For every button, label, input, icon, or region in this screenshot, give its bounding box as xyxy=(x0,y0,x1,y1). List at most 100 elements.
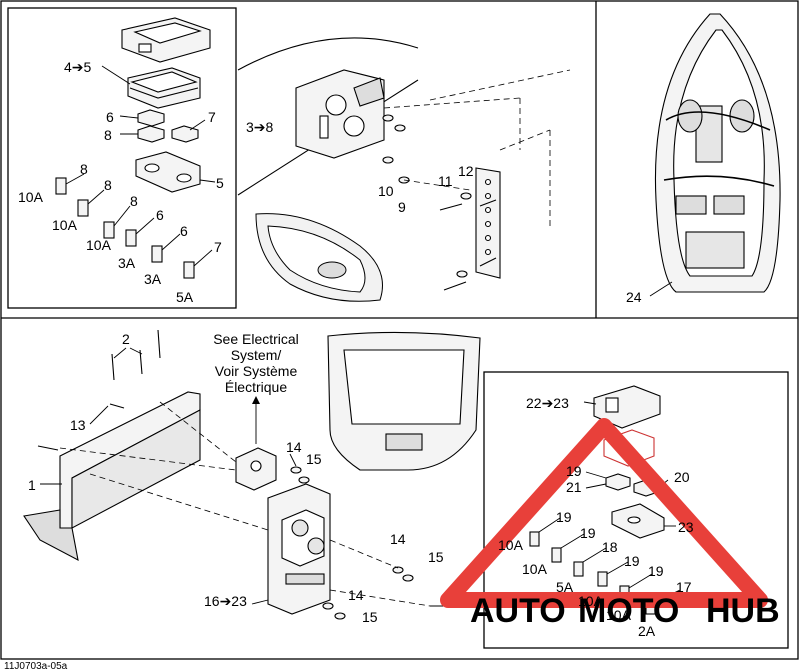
blade-fuses xyxy=(55,177,195,279)
note-line-1: See Electrical xyxy=(213,331,299,347)
boat-top-view xyxy=(654,13,781,293)
inset-plate-hole xyxy=(627,516,641,524)
callout-11: 11 xyxy=(438,173,453,189)
callout-6b: 6 xyxy=(156,207,164,223)
nut-15a xyxy=(298,476,310,484)
amp-inset-10a-4: 10A xyxy=(606,607,632,623)
blade-fuse-3a-2 xyxy=(151,245,163,263)
blade-fuse-10a-1 xyxy=(55,177,67,195)
fuse-box-hole-b xyxy=(343,115,365,137)
bracket-face xyxy=(71,409,201,529)
callout-15a: 15 xyxy=(306,451,322,467)
watermark-hub: HUB xyxy=(706,592,780,630)
callout-15c: 15 xyxy=(362,609,378,625)
callout-6: 6 xyxy=(106,109,114,125)
fuse-box-connector xyxy=(353,77,385,107)
callout-8: 8 xyxy=(104,127,112,143)
callout-19b: 19 xyxy=(556,509,572,525)
labels-top-middle: 3➔8 10 9 11 12 xyxy=(246,119,474,215)
note-line-2: System/ xyxy=(231,347,282,363)
amp-5a: 5A xyxy=(176,289,194,305)
callout-5: 5 xyxy=(216,175,224,191)
leader-24 xyxy=(649,281,673,297)
hull-thumbnail xyxy=(255,213,383,302)
boat-bench-right xyxy=(713,195,745,215)
washer-d xyxy=(456,270,468,278)
callout-23: 23 xyxy=(678,519,694,535)
watermark-moto: MOTO xyxy=(578,592,679,630)
inset-fuse-21 xyxy=(605,473,631,491)
plate-hole-left xyxy=(144,163,160,173)
amp-3a-2: 3A xyxy=(144,271,162,287)
callout-7: 7 xyxy=(208,109,216,125)
washer-c xyxy=(460,192,472,200)
callout-14b: 14 xyxy=(390,531,406,547)
amp-inset-5a: 5A xyxy=(556,579,574,595)
callout-1: 1 xyxy=(28,477,36,493)
arrow-up-icon xyxy=(252,396,260,404)
screw-11b xyxy=(443,281,467,291)
electrical-note: See Electrical System/ Voir Système Élec… xyxy=(213,331,299,395)
perspective-curve xyxy=(237,37,419,71)
screws-2 xyxy=(111,329,161,381)
callout-18: 18 xyxy=(602,539,618,555)
callout-12: 12 xyxy=(458,163,474,179)
washer-b xyxy=(382,156,394,164)
bracket-base xyxy=(23,509,79,562)
note-line-4: Électrique xyxy=(225,379,287,395)
bracket-assembly xyxy=(23,329,481,620)
terminal-dash-lines xyxy=(383,69,571,230)
callout-8d: 8 xyxy=(130,193,138,209)
figure-code: 11J0703a-05a xyxy=(4,661,68,672)
relay-terminal xyxy=(250,460,262,472)
callout-19e: 19 xyxy=(648,563,664,579)
inset-fuse-box xyxy=(529,385,665,615)
nut-15b xyxy=(402,574,414,582)
watermark-auto: AUTO xyxy=(470,592,566,630)
terminal-posts xyxy=(484,178,492,256)
callout-14a: 14 xyxy=(286,439,302,455)
fuse-box-slot xyxy=(319,115,329,139)
fuse-box-16-hole-b xyxy=(307,537,325,555)
inset-fuse-5a xyxy=(573,561,584,577)
nut-a xyxy=(394,124,406,132)
boat-seat-left xyxy=(677,99,703,133)
boat-engine-bay xyxy=(685,231,745,269)
washer-14c xyxy=(322,602,334,610)
callout-7b: 7 xyxy=(214,239,222,255)
amp-10a-2: 10A xyxy=(52,217,78,233)
wiring-harness-a xyxy=(665,111,771,131)
amp-3a-1: 3A xyxy=(118,255,136,271)
gasket-ridge xyxy=(129,87,199,99)
washer-14a xyxy=(290,466,302,474)
amp-inset-10a-1: 10A xyxy=(498,537,524,553)
fuse-8 xyxy=(137,125,165,143)
hull-deck-small xyxy=(267,225,366,293)
callout-17: 17 xyxy=(676,579,692,595)
fuse-box-16-bar xyxy=(285,573,325,585)
amp-10a-1: 10A xyxy=(18,189,44,205)
washer-a xyxy=(382,114,394,122)
callout-2: 2 xyxy=(122,331,130,347)
amp-inset-10a-3: 10A xyxy=(578,593,604,609)
screw-12a xyxy=(479,199,497,207)
blade-fuse-10a-2 xyxy=(77,199,89,217)
labels-bottom: 2 13 1 14 15 14 15 14 15 16➔23 xyxy=(28,331,444,625)
terminal-area xyxy=(237,37,501,291)
amp-inset-2a: 2A xyxy=(638,623,656,639)
callout-16-23: 16➔23 xyxy=(204,593,247,609)
callout-22-23: 22➔23 xyxy=(526,395,569,411)
inset-cover-latch xyxy=(605,397,619,413)
fuse-box-16-hole-a xyxy=(291,519,309,537)
callout-24: 24 xyxy=(626,289,642,305)
inset-fuse-10a-2 xyxy=(551,547,562,563)
watermark-triangle xyxy=(440,418,768,608)
callout-14c: 14 xyxy=(348,587,364,603)
callout-21: 21 xyxy=(566,479,582,495)
inset-fuse-10a-1 xyxy=(529,531,540,547)
washer-14b xyxy=(392,566,404,574)
gasket-inner xyxy=(130,71,198,93)
callout-9: 9 xyxy=(398,199,406,215)
blade-fuse-5a xyxy=(183,261,195,279)
